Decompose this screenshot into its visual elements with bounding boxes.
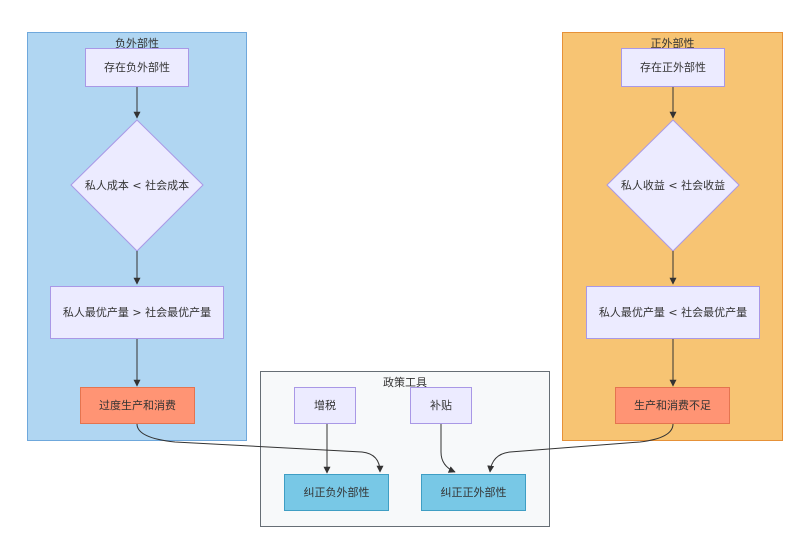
- pos-exists-node: 存在正外部性: [621, 48, 725, 87]
- fix-negative-node: 纠正负外部性: [284, 474, 389, 511]
- pos-compare-label: 私人收益 < 社会收益: [620, 179, 726, 192]
- negative-externality-group-title: 负外部性: [115, 37, 159, 50]
- neg-output-node: 私人最优产量 > 社会最优产量: [50, 286, 224, 339]
- edge-subsidy-to-fix-pos: [440, 424, 456, 473]
- edge-pos-result-to-fix-pos: [487, 423, 674, 473]
- positive-externality-group-title: 正外部性: [650, 37, 695, 50]
- pos-output-node: 私人最优产量 < 社会最优产量: [586, 286, 760, 339]
- neg-result-node: 过度生产和消费: [80, 387, 195, 424]
- neg-exists-node: 存在负外部性: [85, 48, 189, 87]
- neg-compare-label: 私人成本 < 社会成本: [84, 179, 190, 192]
- edge-neg-result-to-fix-neg: [136, 423, 384, 473]
- tax-node: 增税: [294, 387, 356, 424]
- policy-tools-group-title: 政策工具: [383, 376, 427, 389]
- subsidy-node: 补贴: [410, 387, 472, 424]
- fix-positive-node: 纠正正外部性: [421, 474, 526, 511]
- pos-result-node: 生产和消费不足: [615, 387, 730, 424]
